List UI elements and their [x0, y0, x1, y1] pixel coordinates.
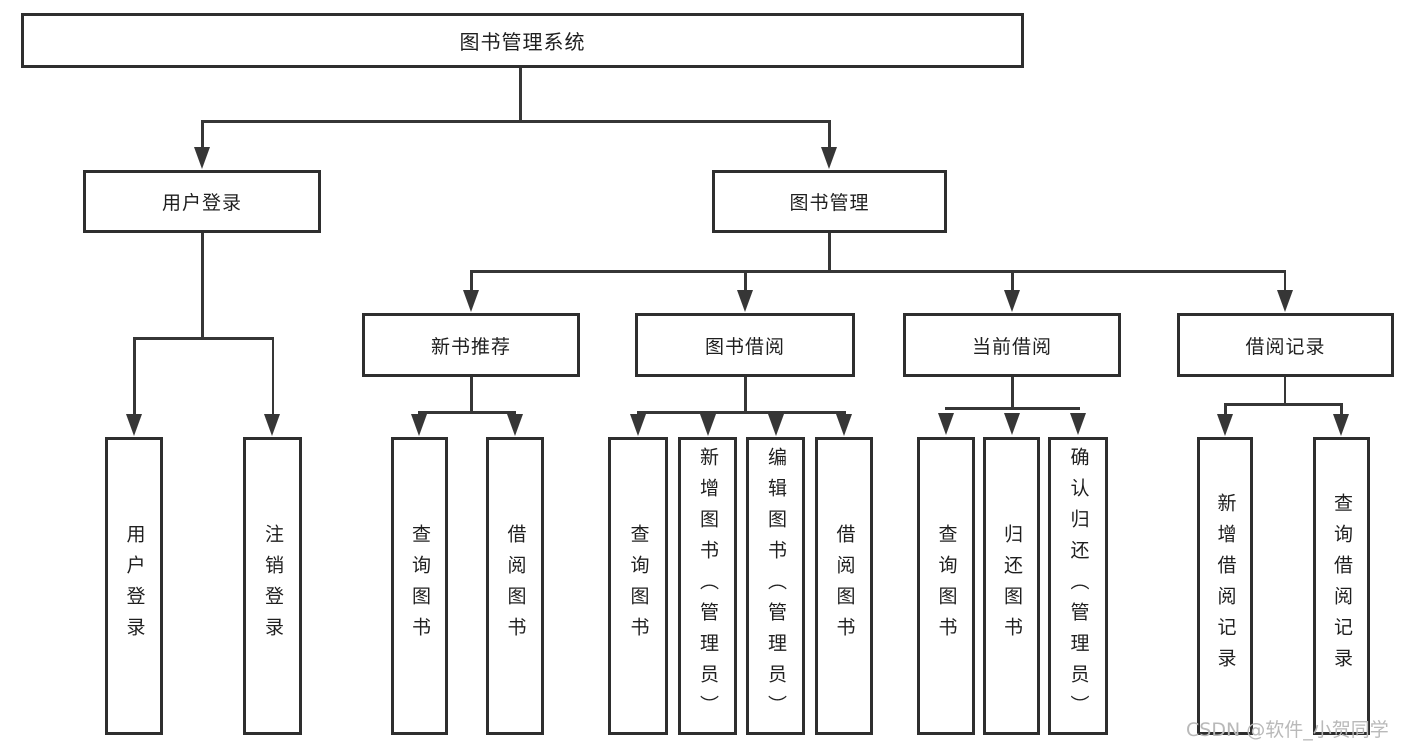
leaf-add-borrow-record-label: 新增借阅记录	[1214, 493, 1237, 679]
leaf-query-books-current-label: 查询图书	[935, 524, 958, 648]
leaf-query-borrow-record: 查询借阅记录	[1313, 437, 1370, 735]
arrow-head	[1333, 414, 1349, 436]
connector-bar	[637, 411, 846, 414]
leaf-edit-book-admin: 编辑图书（管理员）	[746, 437, 805, 735]
leaf-return-books: 归还图书	[983, 437, 1040, 735]
arrow-head	[126, 414, 142, 436]
arrow-head	[1070, 413, 1086, 435]
leaf-add-borrow-record: 新增借阅记录	[1197, 437, 1253, 735]
connector-shaft	[1224, 403, 1227, 417]
leaf-confirm-return-admin-label: 确认归还（管理员）	[1067, 446, 1090, 726]
watermark: CSDN @软件_小贺同学	[1186, 719, 1389, 741]
connector-bar	[418, 411, 516, 414]
leaf-borrow-books-borrowing-label: 借阅图书	[833, 524, 856, 648]
connector-shaft	[271, 337, 274, 420]
connector-shaft	[744, 270, 747, 295]
connector-stem	[519, 68, 522, 122]
leaf-logout: 注销登录	[243, 437, 302, 735]
connector-shaft	[1340, 403, 1343, 417]
arrow-head	[821, 147, 837, 169]
arrow-head	[1276, 290, 1293, 312]
leaf-user-login: 用户登录	[105, 437, 163, 735]
arrow-head	[1003, 413, 1020, 435]
arrow-head	[699, 414, 716, 436]
node-new-book-recommend: 新书推荐	[362, 313, 580, 377]
node-user-login-label: 用户登录	[161, 192, 242, 214]
connector-bar	[944, 407, 1080, 410]
connector-shaft	[133, 337, 136, 420]
connector-shaft	[1011, 270, 1014, 295]
arrow-head	[411, 414, 427, 436]
node-user-login: 用户登录	[83, 170, 321, 233]
leaf-borrow-books-recommend-label: 借阅图书	[504, 524, 527, 648]
connector-stem	[828, 233, 831, 272]
leaf-query-borrow-record-label: 查询借阅记录	[1331, 493, 1353, 679]
connector-bar	[470, 270, 1286, 273]
node-borrowing-records-label: 借阅记录	[1245, 335, 1326, 358]
connector-shaft	[201, 120, 204, 152]
arrow-head	[630, 414, 646, 436]
arrow-head	[506, 414, 523, 436]
arrow-head	[938, 413, 954, 435]
arrow-head	[1004, 290, 1020, 312]
arrow-head	[463, 290, 479, 312]
node-borrowing-records: 借阅记录	[1177, 313, 1394, 377]
connector-bar	[201, 120, 831, 123]
node-book-management: 图书管理	[712, 170, 947, 233]
arrow-head	[194, 147, 210, 169]
leaf-query-books-borrowing: 查询图书	[608, 437, 668, 735]
node-book-borrowing: 图书借阅	[635, 313, 855, 377]
leaf-borrow-books-borrowing: 借阅图书	[815, 437, 873, 735]
leaf-query-books-recommend: 查询图书	[391, 437, 448, 735]
connector-shaft	[470, 270, 473, 295]
leaf-return-books-label: 归还图书	[1001, 524, 1023, 648]
leaf-logout-label: 注销登录	[262, 524, 284, 648]
connector-stem	[201, 233, 204, 339]
arrow-head	[767, 414, 784, 436]
leaf-query-books-borrowing-label: 查询图书	[627, 524, 650, 648]
arrow-head	[1217, 414, 1233, 436]
connector-stem	[1283, 377, 1286, 405]
node-current-borrowing-label: 当前借阅	[971, 335, 1052, 358]
leaf-query-books-current: 查询图书	[917, 437, 975, 735]
node-new-book-recommend-label: 新书推荐	[430, 335, 511, 358]
node-book-management-label: 图书管理	[789, 192, 870, 214]
connector-stem	[744, 377, 747, 413]
connector-bar	[133, 337, 274, 340]
connector-shaft	[828, 120, 831, 152]
connector-shaft	[1283, 270, 1286, 295]
leaf-edit-book-admin-label: 编辑图书（管理员）	[765, 446, 787, 726]
leaf-confirm-return-admin: 确认归还（管理员）	[1048, 437, 1108, 735]
node-book-borrowing-label: 图书借阅	[704, 335, 785, 358]
arrow-head	[264, 414, 280, 436]
leaf-user-login-label: 用户登录	[123, 524, 146, 648]
leaf-add-book-admin-label: 新增图书（管理员）	[697, 446, 719, 726]
arrow-head	[737, 290, 753, 312]
node-library-system-label: 图书管理系统	[459, 30, 586, 54]
leaf-query-books-recommend-label: 查询图书	[409, 524, 431, 648]
leaf-borrow-books-recommend: 借阅图书	[486, 437, 544, 735]
leaf-add-book-admin: 新增图书（管理员）	[678, 437, 737, 735]
node-current-borrowing: 当前借阅	[903, 313, 1121, 377]
connector-bar	[1224, 403, 1342, 406]
arrow-head	[836, 414, 852, 436]
connector-stem	[1011, 377, 1014, 409]
connector-stem	[470, 377, 473, 413]
node-library-system: 图书管理系统	[21, 13, 1024, 68]
